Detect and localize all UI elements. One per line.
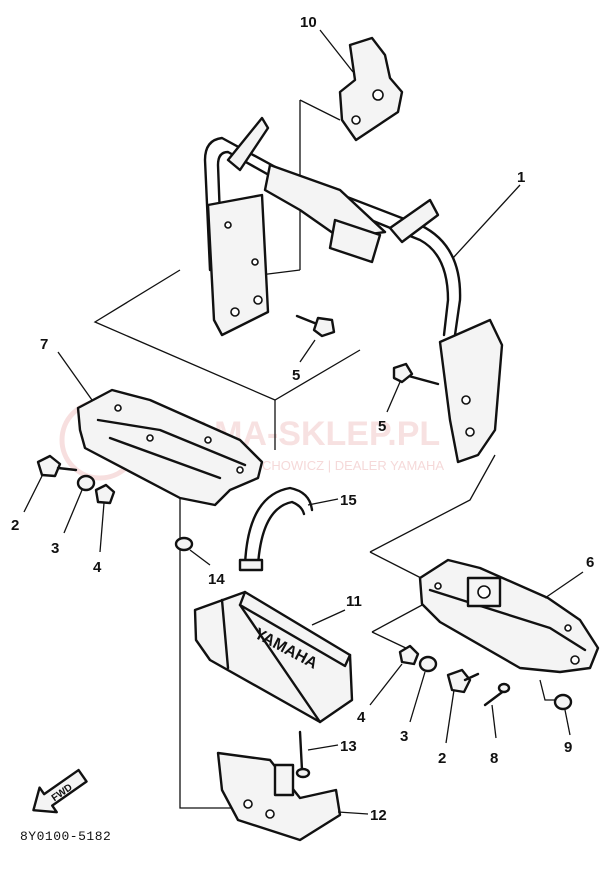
left-battery-bracket <box>76 388 264 507</box>
svg-text:4: 4 <box>357 709 366 726</box>
front-direction-arrow: FWD <box>32 768 88 814</box>
callout-5-left: 5 <box>292 339 316 384</box>
callout-2-right: 2 <box>438 689 455 767</box>
svg-text:6: 6 <box>586 554 594 571</box>
bracket-screw <box>295 730 311 779</box>
svg-text:9: 9 <box>564 739 572 756</box>
svg-text:5: 5 <box>292 367 300 384</box>
callout-4-left: 4 <box>93 502 105 576</box>
callout-12: 12 <box>337 807 387 824</box>
callout-2-left: 2 <box>11 475 43 534</box>
svg-text:2: 2 <box>438 750 446 767</box>
callout-6: 6 <box>544 554 594 599</box>
right-battery-bracket <box>418 558 600 674</box>
svg-text:5: 5 <box>378 418 386 435</box>
svg-text:2: 2 <box>11 517 19 534</box>
callout-10: 10 <box>300 14 354 73</box>
callout-4-right: 4 <box>357 663 403 726</box>
svg-text:3: 3 <box>400 728 408 745</box>
bolt-right-lower <box>446 668 480 694</box>
frame-handlebar <box>203 116 504 464</box>
callout-3-right: 3 <box>400 671 426 745</box>
svg-text:3: 3 <box>51 540 59 557</box>
svg-text:10: 10 <box>300 14 317 31</box>
callout-14: 14 <box>189 549 225 588</box>
callout-11: 11 <box>311 593 362 626</box>
bolt-right <box>392 362 440 386</box>
callout-13: 13 <box>307 738 357 755</box>
svg-text:7: 7 <box>40 336 48 353</box>
svg-text:8: 8 <box>490 750 498 767</box>
bolt-left-lower <box>36 454 78 478</box>
svg-text:15: 15 <box>340 492 357 509</box>
callout-9: 9 <box>564 709 572 756</box>
washer-left <box>76 474 96 492</box>
lower-battery-bracket <box>216 751 342 842</box>
battery-strap <box>238 486 314 572</box>
nut-right <box>398 644 420 666</box>
screw-right <box>483 682 511 707</box>
bolt-left <box>295 314 336 338</box>
svg-text:14: 14 <box>208 571 225 588</box>
washer-small <box>553 693 573 711</box>
callout-1: 1 <box>452 169 525 259</box>
washer-right <box>418 655 438 673</box>
svg-text:1: 1 <box>517 169 525 186</box>
svg-text:11: 11 <box>346 593 362 610</box>
grommet <box>174 536 194 552</box>
battery: YAMAHA <box>193 590 354 724</box>
callout-7: 7 <box>40 336 93 401</box>
nut-left <box>94 483 116 505</box>
top-cover-plate <box>338 36 404 142</box>
watermark-dealer: CHOWICZ | DEALER YAMAHA <box>262 458 444 473</box>
callout-15: 15 <box>307 492 357 509</box>
callout-5-right: 5 <box>378 381 401 435</box>
svg-text:4: 4 <box>93 559 102 576</box>
svg-text:13: 13 <box>340 738 357 755</box>
callout-3-left: 3 <box>51 489 83 557</box>
svg-text:12: 12 <box>370 807 387 824</box>
callout-8: 8 <box>490 704 498 767</box>
reference-code: 8Y0100-5182 <box>20 829 112 844</box>
